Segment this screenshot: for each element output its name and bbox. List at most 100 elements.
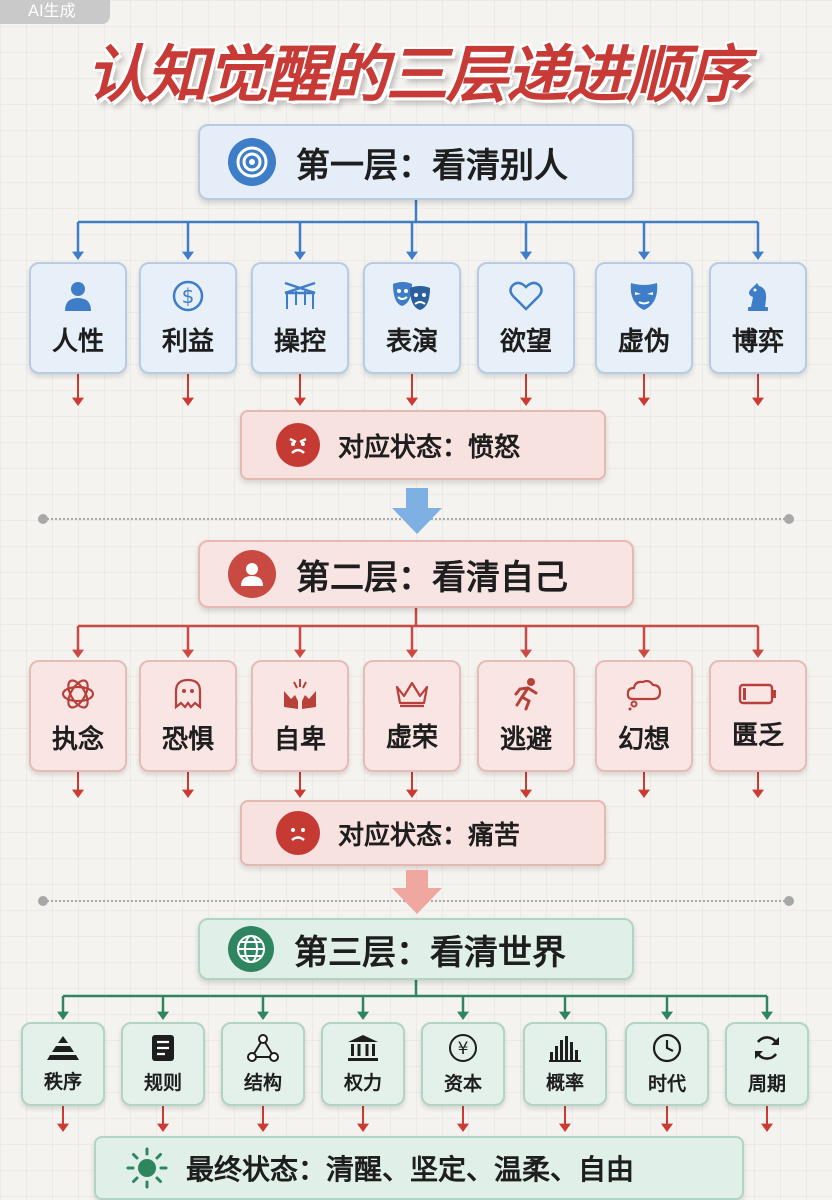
down-arrow-icon [392,488,442,534]
angry-face-icon [276,423,320,467]
arrowhead [559,1011,571,1020]
layer-two-header: 第二层：看清自己 [198,540,634,608]
layer-two-item: 恐惧 [139,660,237,772]
arrowhead [182,397,194,406]
layer-one-item: 博弈 [709,262,807,374]
arrowhead [257,1123,269,1132]
crown-icon [395,681,429,707]
arrowhead [357,1123,369,1132]
arrowhead [752,251,764,260]
arrowhead [257,1011,269,1020]
layer-one-title: 第一层：看清别人 [296,145,568,186]
arrowhead [520,649,532,658]
layer-two-item: 匮乏 [709,660,807,772]
network-icon [247,1033,279,1062]
state-text: 对应状态：痛苦 [338,820,521,851]
bank-icon [348,1034,378,1061]
arrowhead [294,251,306,260]
empty-battery-icon [738,683,776,704]
svg-text:$: $ [182,284,195,308]
sad-face-icon [276,811,320,855]
arrowhead [520,789,532,798]
layer-one-item: $ 利益 [139,262,237,374]
hands-icon [284,678,316,709]
layer-three-header: 第三层：看清世界 [198,918,634,980]
item-label: 虚伪 [617,326,670,357]
arrowhead [520,397,532,406]
person-icon [65,281,91,311]
layer-one-header: 第一层：看清别人 [198,124,634,200]
layer-three-item: ¥ 资本 [421,1022,505,1106]
mask-icon [630,282,658,310]
item-label: 周期 [747,1072,786,1095]
item-label: 欲望 [499,326,552,357]
item-label: 虚荣 [385,722,438,753]
layer-two-item: 逃避 [477,660,575,772]
item-label: 时代 [647,1072,686,1095]
svg-text:¥: ¥ [458,1039,469,1059]
thought-cloud-icon [626,679,662,710]
arrowhead [72,251,84,260]
item-label: 恐惧 [161,724,214,755]
arrowhead [157,1123,169,1132]
item-label: 匮乏 [731,720,784,751]
layer-two-item: 幻想 [595,660,693,772]
layer-two-item: 执念 [29,660,127,772]
histogram-icon [549,1035,581,1062]
arrowhead [638,251,650,260]
pyramid-icon [47,1035,79,1060]
page-title: 认知觉醒的三层递进顺序 [85,38,748,111]
arrowhead [72,649,84,658]
arrowhead [294,397,306,406]
item-label: 人性 [51,326,104,357]
item-label: 自卑 [273,724,326,755]
layer-one-item: 人性 [29,262,127,374]
user-icon [228,550,276,598]
arrowhead [752,649,764,658]
arrowhead [57,1011,69,1020]
item-label: 表演 [385,326,438,357]
ai-generated-badge: AI生成 [0,0,110,24]
arrowhead [457,1011,469,1020]
globe-icon [228,926,274,972]
layer-one-state: 对应状态：愤怒 [240,410,606,480]
layer-three-item: 规则 [121,1022,205,1106]
item-label: 结构 [243,1071,282,1094]
state-text: 最终状态：清醒、坚定、温柔、自由 [186,1153,635,1186]
state-text: 对应状态：愤怒 [338,432,521,463]
item-label: 规则 [143,1071,182,1094]
arrowhead [406,789,418,798]
layer-three-item: 权力 [321,1022,405,1106]
arrowhead [638,789,650,798]
item-label: 权力 [343,1071,382,1094]
layer-one-item: 表演 [363,262,461,374]
arrowhead [357,1011,369,1020]
arrowhead [72,397,84,406]
arrowhead [752,397,764,406]
arrowhead [752,789,764,798]
layer-one-item: 欲望 [477,262,575,374]
layer-two-item: 自卑 [251,660,349,772]
item-label: 执念 [51,724,104,755]
layer-three-title: 第三层：看清世界 [294,932,566,973]
running-icon [514,677,538,710]
layer-three-item: 秩序 [21,1022,105,1106]
arrowhead [406,649,418,658]
arrowhead [559,1123,571,1132]
arrowhead [157,1011,169,1020]
dollar-icon: $ [172,280,204,311]
sun-icon [126,1147,168,1189]
arrowhead [182,789,194,798]
chess-knight-icon [748,282,768,311]
arrowhead [182,251,194,260]
item-label: 秩序 [43,1070,82,1093]
layer-three-item: 时代 [625,1022,709,1106]
arrowhead [761,1011,773,1020]
target-icon [228,138,276,186]
layer-three-item: 结构 [221,1022,305,1106]
arrowhead [294,789,306,798]
yen-icon: ¥ [449,1033,477,1062]
item-label: 博弈 [731,326,784,357]
theater-masks-icon [393,281,430,310]
